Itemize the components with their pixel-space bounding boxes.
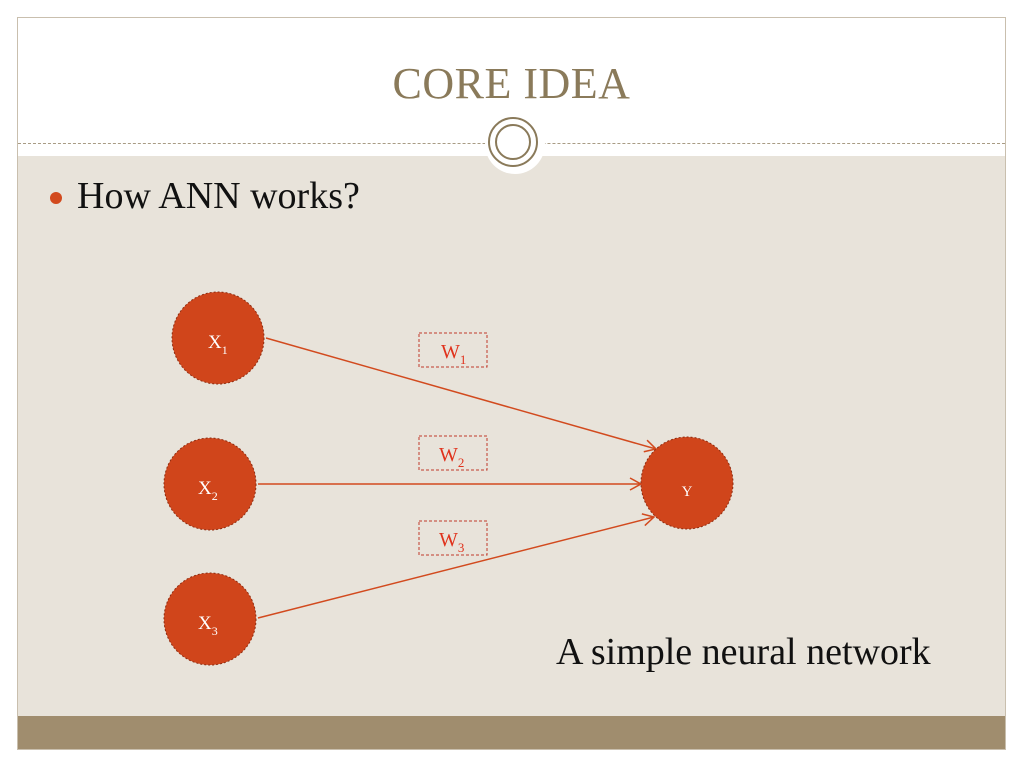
input-label-x2: X2 xyxy=(198,478,218,503)
output-node-y: Y xyxy=(640,436,734,530)
input-node-x3-circle xyxy=(163,572,257,666)
output-node-y-circle xyxy=(640,436,734,530)
weight-box-w3: W3 xyxy=(418,520,488,556)
weight-label-w2: W2 xyxy=(439,444,464,470)
output-label-y: Y xyxy=(682,484,693,500)
input-node-x1-circle xyxy=(171,291,265,385)
weight-label-w1: W1 xyxy=(441,341,466,367)
edge-x1-y xyxy=(265,337,658,453)
slide-title: CORE IDEA xyxy=(392,59,631,108)
bullet-dot-icon xyxy=(50,192,62,204)
slide-footer-bar xyxy=(18,716,1005,749)
weight-box-w2-frame xyxy=(418,435,488,471)
ring-ornament-icon xyxy=(488,117,538,167)
weight-box-w3-frame xyxy=(418,520,488,556)
weight-label-w3: W3 xyxy=(439,529,464,555)
input-node-x3: X3 xyxy=(163,572,257,666)
ring-ornament-inner xyxy=(495,124,531,160)
weight-box-w1: W1 xyxy=(418,332,488,368)
input-label-x3: X3 xyxy=(198,613,218,638)
input-node-x1: X1 xyxy=(171,291,265,385)
input-node-x2: X2 xyxy=(163,437,257,531)
weight-box-w2: W2 xyxy=(418,435,488,471)
edge-x3-y xyxy=(257,513,656,619)
bullet-text: How ANN works? xyxy=(77,175,360,217)
weight-box-w1-frame xyxy=(418,332,488,368)
input-node-x2-circle xyxy=(163,437,257,531)
neural-network-diagram: W1 W2 W3 X1 X2 X3 Y xyxy=(163,291,734,666)
slide: CORE IDEA How ANN works? W1 W2 xyxy=(17,17,1006,750)
diagram-caption: A simple neural network xyxy=(556,631,931,673)
input-label-x1: X1 xyxy=(208,332,228,357)
